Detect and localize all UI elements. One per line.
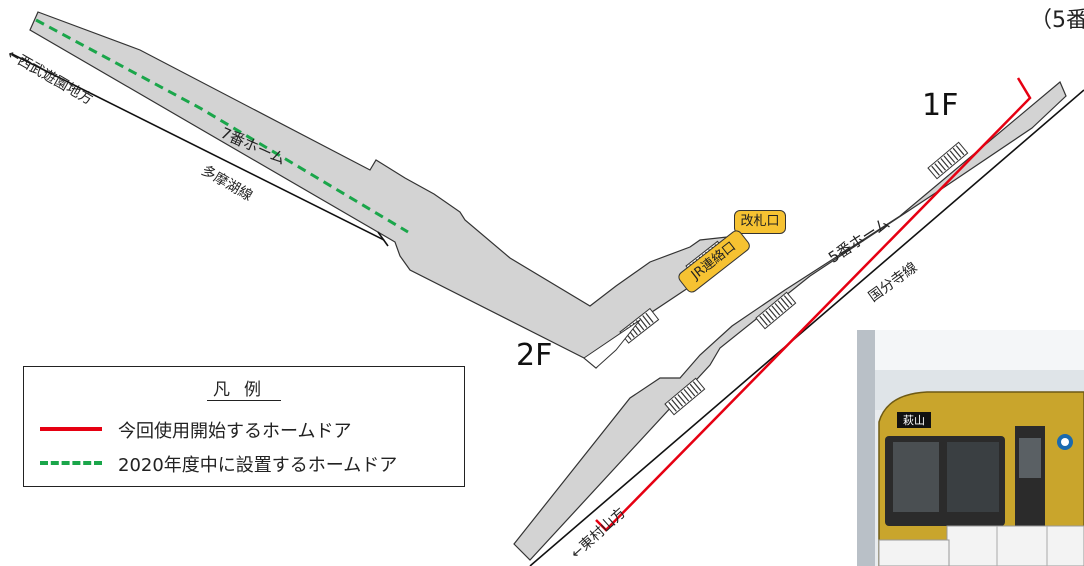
legend-swatch-solid [40, 427, 102, 431]
train-photo-drawing: 萩山 [857, 330, 1084, 566]
tamako-track-end [377, 231, 389, 247]
destination-sign-text: 萩山 [903, 414, 925, 427]
ticket-gate-label: 改札口 [734, 210, 786, 234]
planned-platform-door-line [35, 18, 409, 234]
stairs-3 [664, 377, 706, 416]
legend-item-active-label: 今回使用開始するホームドア [118, 421, 352, 442]
stairs-5 [927, 141, 969, 180]
platform-5-area [513, 81, 1067, 561]
kokubunji-track [529, 89, 1084, 566]
floor-label-1f: 1F [922, 88, 959, 123]
corner-note: （5番 [1030, 8, 1084, 33]
active-platform-door-line [595, 77, 1032, 532]
legend-title-text: 凡例 [207, 380, 281, 401]
legend-item-planned-label: 2020年度中に設置するホームドア [118, 455, 398, 476]
tamako-track [11, 53, 385, 241]
platform-7-area [29, 11, 739, 369]
floor-label-2f: 2F [516, 338, 553, 373]
stairs-4 [755, 291, 797, 330]
legend-title: 凡例 [24, 375, 464, 401]
train-photo: 萩山 [857, 330, 1084, 566]
legend-box: 凡例 今回使用開始するホームドア 2020年度中に設置するホームドア [23, 366, 465, 487]
connector-wedge [583, 319, 641, 369]
legend-swatch-dashed [40, 461, 102, 465]
